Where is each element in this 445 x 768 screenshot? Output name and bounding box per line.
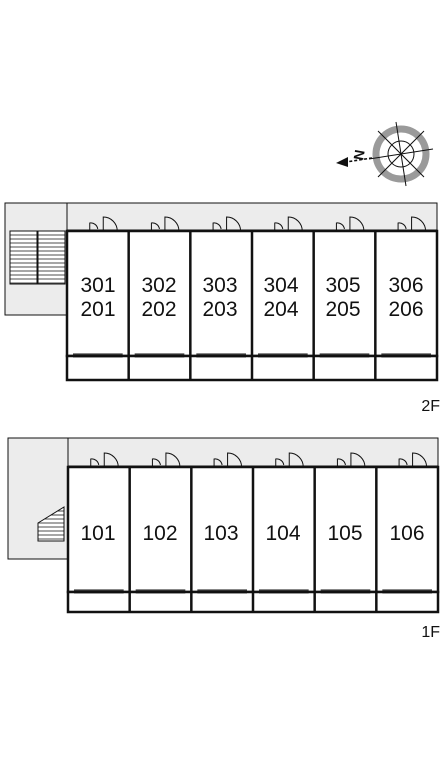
floor-label-1f: 1F [421,624,440,641]
small-door-icon [89,222,99,231]
stairs-2f [9,230,66,285]
small-door-icon [398,458,408,467]
compass-ring [372,125,430,183]
room-labels-1f: 101 102 103 104 105 106 [80,522,424,545]
door-icon [102,216,118,232]
small-door-icon [90,458,100,467]
small-door-icon [151,458,161,467]
compass-spokes [368,121,434,187]
room-103: 103 [203,522,238,545]
corridor-2f [4,202,438,231]
door-icon [226,216,242,232]
small-door-icon [275,458,285,467]
room-203: 203 [202,298,237,321]
room-301: 301 [80,274,115,297]
floor-plan-1f: 101 102 103 104 105 106 1F [7,437,440,641]
room-101: 101 [80,522,115,545]
compass-inner-ring [387,140,415,168]
unit-walls-2f [127,231,377,380]
room-labels-2f: 301 201 302 202 303 203 304 204 305 205 … [80,274,423,321]
room-106: 106 [389,522,424,545]
small-door-icon [397,222,407,231]
unit-windows-2f [73,353,431,358]
room-204: 204 [263,298,298,321]
room-305: 305 [325,274,360,297]
small-door-icon [335,222,345,231]
room-104: 104 [265,522,300,545]
room-201: 201 [80,298,115,321]
compass-north-label: N [350,148,368,161]
unit-doors-2f [89,216,427,232]
door-icon [412,452,428,468]
room-105: 105 [327,522,362,545]
small-door-icon [150,222,160,231]
door-icon [349,216,365,232]
room-303: 303 [202,274,237,297]
door-icon [350,452,366,468]
door-icon [287,216,303,232]
room-304: 304 [263,274,298,297]
door-icon [288,452,304,468]
small-door-icon [212,222,222,231]
door-icon [227,452,243,468]
room-202: 202 [141,298,176,321]
door-icon [165,452,181,468]
floor-plan-2f: 301 201 302 202 303 203 304 204 305 205 … [4,202,440,415]
floor-label-2f: 2F [421,398,440,415]
room-206: 206 [388,298,423,321]
corridor-1f [66,437,439,467]
door-icon [103,452,119,468]
door-icon [411,216,427,232]
compass: N [336,121,434,187]
unit-windows-1f [74,589,432,594]
room-306: 306 [388,274,423,297]
small-door-icon [336,458,346,467]
room-205: 205 [325,298,360,321]
small-door-icon [213,458,223,467]
stairs-1f [37,506,65,542]
unit-walls-1f [128,467,378,612]
door-icon [164,216,180,232]
small-door-icon [274,222,284,231]
compass-arrow-icon [336,157,373,167]
unit-doors-1f [90,452,428,468]
room-102: 102 [142,522,177,545]
room-302: 302 [141,274,176,297]
